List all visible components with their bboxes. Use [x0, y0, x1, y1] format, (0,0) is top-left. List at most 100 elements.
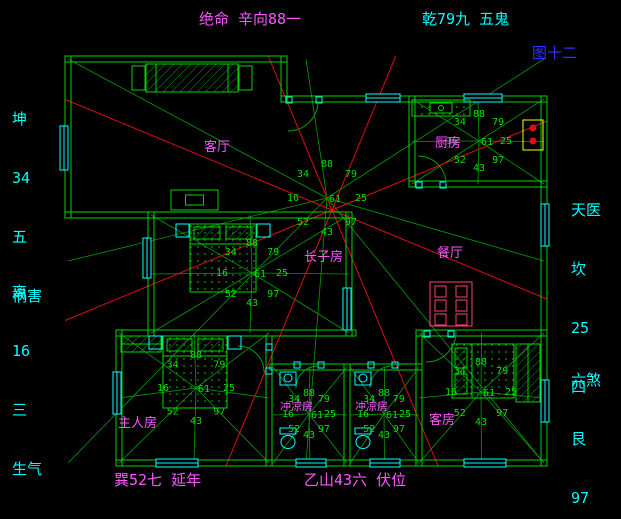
- basin-bowl: [283, 373, 293, 383]
- star-number: 88: [190, 350, 202, 361]
- star-number: 43: [190, 416, 202, 427]
- pillow: [197, 338, 224, 352]
- counter: [411, 99, 471, 117]
- basin: [354, 371, 372, 386]
- wall-segment: [64, 55, 288, 63]
- star-number: 16: [446, 136, 458, 147]
- window-marker: [463, 458, 507, 468]
- door-jamb: [265, 367, 273, 375]
- label-line: 25: [571, 319, 590, 337]
- window-marker: [365, 93, 401, 103]
- window-marker: [540, 203, 550, 247]
- burner: [529, 124, 537, 132]
- star-number: 97: [213, 406, 225, 417]
- label-left-kun-huohai: 坤 34 五 祸害: [12, 74, 48, 342]
- star-number: 25: [355, 193, 367, 204]
- sector-line: [383, 366, 420, 415]
- sector-line: [478, 98, 545, 142]
- star-number: 88: [246, 238, 258, 249]
- sector-line: [477, 140, 480, 185]
- nightstand: [175, 223, 190, 238]
- bed: [189, 223, 257, 293]
- toilet-bowl: [355, 435, 371, 449]
- star-number: 52: [454, 408, 466, 419]
- star-number: 43: [303, 430, 315, 441]
- door-jamb: [447, 330, 455, 338]
- star-number: 25: [324, 409, 336, 420]
- sector-line: [349, 413, 385, 416]
- label-top-jueming: 绝命 辛向88一: [199, 10, 302, 28]
- sector-line: [478, 140, 545, 185]
- door-arc: [417, 155, 447, 185]
- star-number: 97: [492, 155, 504, 166]
- wall-segment: [265, 335, 273, 467]
- star-number: 16: [216, 268, 228, 279]
- door-jamb: [317, 361, 325, 369]
- star-number: 43: [475, 417, 487, 428]
- door-jamb: [415, 181, 423, 189]
- pillow: [454, 347, 468, 369]
- side-table: [238, 65, 253, 91]
- dining-table: [429, 281, 473, 327]
- door-arc: [369, 365, 393, 389]
- door-arc: [287, 100, 319, 132]
- pillow: [225, 226, 253, 240]
- star-number: 52: [288, 424, 300, 435]
- star-number: 52: [297, 217, 309, 228]
- door-jamb: [315, 96, 323, 104]
- star-number: 16: [157, 383, 169, 394]
- star-number: 43: [473, 163, 485, 174]
- pillow: [454, 373, 468, 395]
- room-label-master-room: 主人房: [118, 416, 158, 431]
- label-line: 97: [571, 489, 590, 507]
- center-star-number: 61: [329, 194, 341, 205]
- room-label-bath-1: 冲凉房: [280, 400, 313, 413]
- sector-line: [272, 413, 310, 416]
- window-markers: [59, 93, 550, 468]
- door-arcs: [237, 100, 457, 389]
- sector-line: [308, 366, 311, 415]
- door-jamb: [439, 181, 447, 189]
- sector-line: [326, 58, 545, 199]
- wall-segment: [115, 329, 357, 337]
- star-number: 16: [287, 193, 299, 204]
- label-line: 三: [12, 401, 28, 419]
- label-line: 坤: [12, 110, 28, 128]
- room-label-eldest-son: 长子房: [304, 250, 344, 265]
- sector-line: [308, 366, 348, 415]
- star-number: 88: [303, 388, 315, 399]
- nightstand: [148, 335, 163, 350]
- door-arc: [425, 331, 457, 363]
- door-jamb: [265, 343, 273, 351]
- label-line: 34: [12, 169, 31, 187]
- basin: [279, 371, 297, 386]
- star-number: 34: [454, 117, 466, 128]
- label-bottom-yishan-fuwei: 乙山43六 伏位: [304, 471, 407, 489]
- door-jambs: [265, 96, 455, 375]
- side-table: [131, 65, 146, 91]
- star-number: 25: [399, 409, 411, 420]
- label-line: 天医: [571, 201, 602, 219]
- chair: [434, 285, 447, 298]
- star-number: 79: [496, 366, 508, 377]
- window-marker: [155, 458, 199, 468]
- star-number: 52: [225, 289, 237, 300]
- label-right-tianyi-kan: 天医 坎 25 四: [571, 165, 607, 433]
- label-line: 离: [12, 283, 28, 301]
- furniture: [120, 63, 544, 449]
- room-label-bath-2: 冲凉房: [355, 400, 388, 413]
- label-line: 六煞: [571, 371, 602, 389]
- basin: [354, 371, 372, 386]
- star-number: 88: [473, 109, 485, 120]
- sector-line: [272, 366, 310, 415]
- red-sector-line: [331, 209, 547, 300]
- sector-line: [383, 413, 420, 416]
- door-arc: [295, 365, 319, 389]
- star-number: 34: [288, 394, 300, 405]
- window-marker: [295, 458, 327, 468]
- star-number: 79: [267, 247, 279, 258]
- star-number: 52: [454, 155, 466, 166]
